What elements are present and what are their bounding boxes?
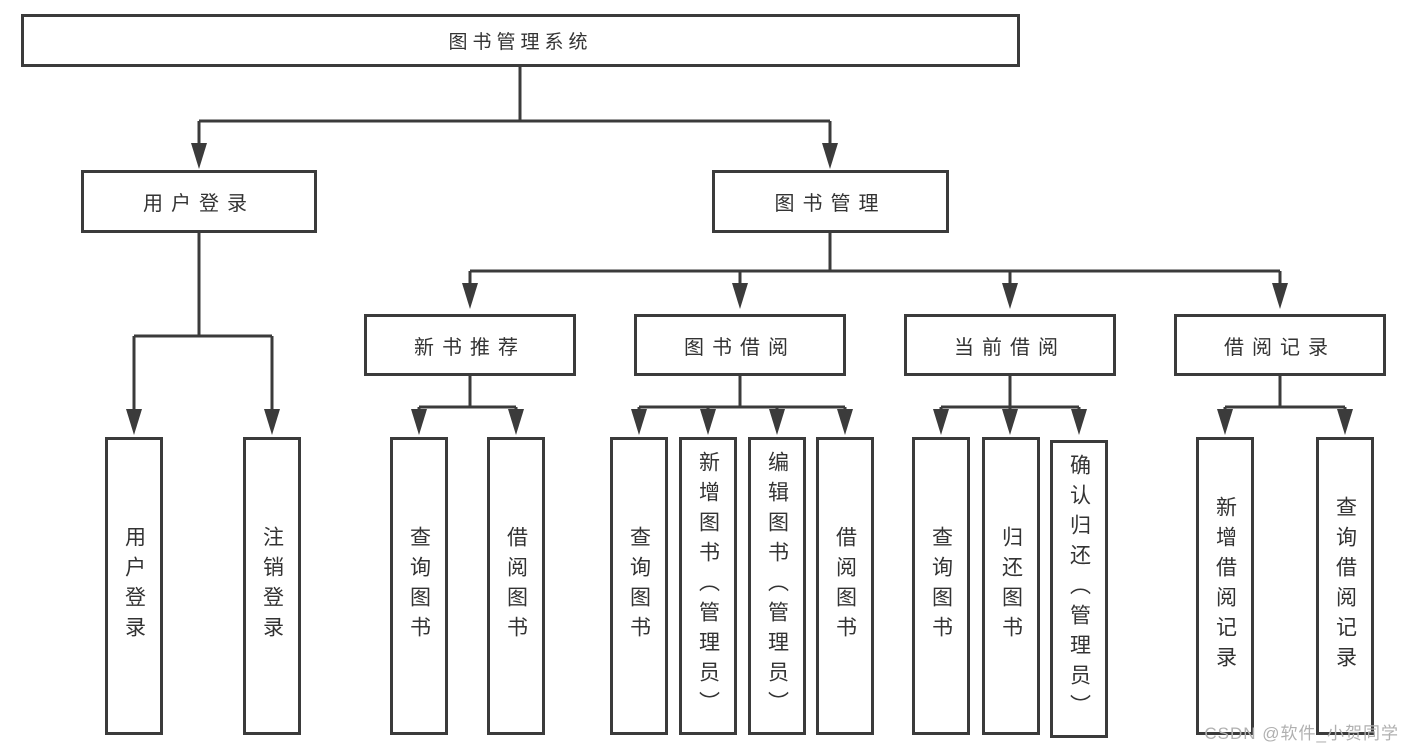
node-label: 新书推荐	[414, 336, 526, 359]
node-label: 新增图书（管理员）	[696, 451, 720, 721]
node-label: 借阅记录	[1224, 336, 1336, 359]
node-book-borrow: 图书借阅	[634, 314, 846, 376]
node-label: 查询图书	[407, 526, 431, 646]
edge-current-borrow-children	[933, 376, 1087, 435]
leaf-borrow-books-recommend: 借阅图书	[487, 437, 545, 735]
edge-root-to-level2	[191, 67, 838, 169]
leaf-logout-login: 注销登录	[243, 437, 301, 735]
node-label: 借阅图书	[504, 526, 528, 646]
node-label: 编辑图书（管理员）	[765, 451, 789, 721]
node-new-book-recommend: 新书推荐	[364, 314, 576, 376]
leaf-confirm-return-admin: 确认归还（管理员）	[1050, 440, 1108, 738]
edge-new-book-recommend-children	[411, 376, 524, 435]
leaf-edit-books-admin: 编辑图书（管理员）	[748, 437, 806, 735]
node-label: 借阅图书	[833, 526, 857, 646]
edge-book-borrow-children	[631, 376, 853, 435]
watermark: CSDN @软件_小贺同学	[1204, 724, 1399, 743]
node-label: 注销登录	[260, 526, 284, 646]
node-book-management: 图书管理	[712, 170, 949, 233]
node-label: 新增借阅记录	[1213, 496, 1237, 676]
node-label: 用户登录	[122, 526, 146, 646]
node-borrow-records: 借阅记录	[1174, 314, 1386, 376]
leaf-query-books-current: 查询图书	[912, 437, 970, 735]
edge-borrow-records-children	[1217, 376, 1353, 435]
node-user-login: 用户登录	[81, 170, 317, 233]
node-current-borrow: 当前借阅	[904, 314, 1116, 376]
leaf-query-books-recommend: 查询图书	[390, 437, 448, 735]
leaf-return-books: 归还图书	[982, 437, 1040, 735]
leaf-add-borrow-record: 新增借阅记录	[1196, 437, 1254, 735]
leaf-query-books-borrow: 查询图书	[610, 437, 668, 735]
node-label: 图书借阅	[684, 336, 796, 359]
node-label: 查询图书	[929, 526, 953, 646]
leaf-user-login: 用户登录	[105, 437, 163, 735]
node-library-management-system: 图书管理系统	[21, 14, 1020, 67]
node-label: 归还图书	[999, 526, 1023, 646]
leaf-borrow-books-borrow: 借阅图书	[816, 437, 874, 735]
node-label: 用户登录	[143, 193, 255, 215]
edge-book-management-children	[462, 233, 1288, 309]
node-label: 图书管理系统	[448, 32, 593, 53]
leaf-query-borrow-record: 查询借阅记录	[1316, 437, 1374, 735]
node-label: 查询图书	[627, 526, 651, 646]
node-label: 查询借阅记录	[1333, 496, 1357, 676]
leaf-add-books-admin: 新增图书（管理员）	[679, 437, 737, 735]
node-label: 确认归还（管理员）	[1067, 454, 1091, 724]
edge-user-login-children	[126, 233, 280, 435]
node-label: 当前借阅	[954, 336, 1066, 359]
node-label: 图书管理	[774, 193, 887, 215]
